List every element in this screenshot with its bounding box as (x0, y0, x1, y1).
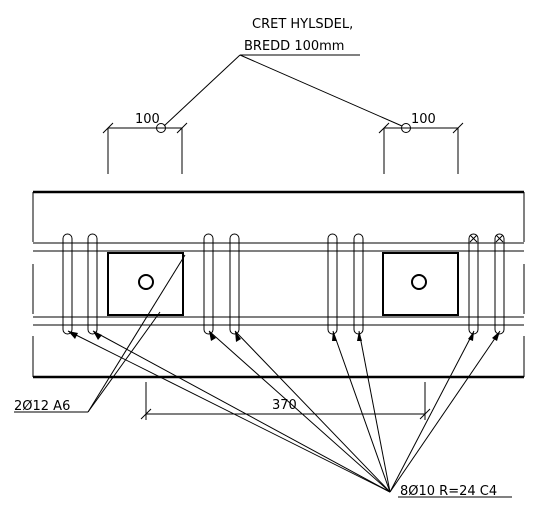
dim-right-value: 100 (411, 112, 436, 127)
bar-left-leader (87, 254, 186, 413)
stirrup (62, 233, 73, 335)
stirrup (327, 233, 338, 335)
sleeve-leader-left (163, 54, 241, 127)
dim-spacing-tick-1 (140, 408, 152, 420)
sleeve-label-line2: BREDD 100mm (244, 39, 344, 54)
dim-right-tick-1 (378, 122, 390, 134)
stirrup (203, 233, 214, 335)
sleeve-hole-right (411, 274, 427, 290)
bar-label-right: 8Ø10 R=24 C4 (400, 484, 497, 499)
sleeve-label-line1: CRET HYLSDEL, (252, 17, 353, 32)
stirrup-leaders (67, 330, 501, 493)
stirrup-cross-mark (469, 234, 478, 243)
stirrup (468, 233, 479, 335)
sleeve-leader-right (239, 54, 403, 127)
bar-left-leader (87, 311, 161, 413)
dim-left-tick-1 (102, 122, 114, 134)
dim-left-value: 100 (135, 112, 160, 127)
stirrup (87, 233, 98, 335)
stirrup (353, 233, 364, 335)
sleeve-opening-right (382, 252, 459, 316)
sleeve-marker-left (156, 123, 166, 133)
sleeve-opening-left (107, 252, 184, 316)
sleeve-marker-right (401, 123, 411, 133)
dim-spacing-tick-2 (419, 408, 431, 420)
stirrup (229, 233, 240, 335)
stirrup (494, 233, 505, 335)
leader-arrowheads (68, 331, 500, 342)
stirrup-cross-mark (495, 234, 504, 243)
dim-right-tick-2 (452, 122, 464, 134)
dim-left-tick-2 (176, 122, 188, 134)
dim-spacing-value: 370 (272, 398, 297, 413)
sleeve-hole-left (138, 274, 154, 290)
bar-label-left: 2Ø12 A6 (14, 399, 70, 414)
